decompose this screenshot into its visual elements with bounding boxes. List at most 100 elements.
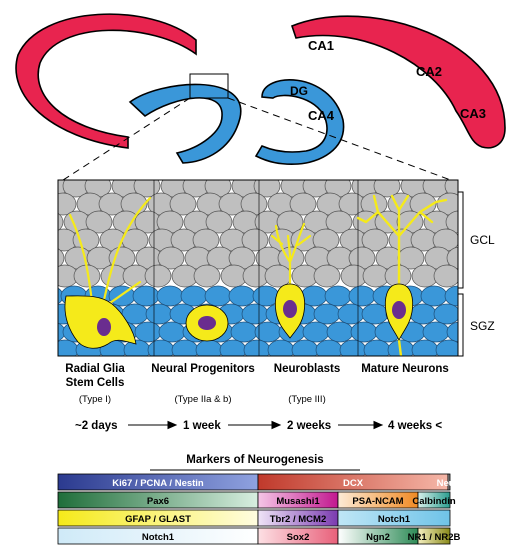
gcl-cell <box>205 210 233 234</box>
gcl-cell <box>253 180 281 198</box>
sgz-cell <box>58 339 79 356</box>
sgz-cell <box>350 321 378 343</box>
gcl-cell <box>58 192 77 216</box>
sgz-cell <box>326 321 354 343</box>
gcl-cell <box>264 264 292 288</box>
label-ca1: CA1 <box>308 38 334 53</box>
sgz-cell <box>204 285 232 307</box>
label-ca4: CA4 <box>308 108 335 123</box>
sgz-cell <box>363 339 391 356</box>
gcl-cell <box>361 228 389 252</box>
label-dg: DG <box>290 84 308 98</box>
time-4-weeks: 4 weeks < <box>388 420 442 432</box>
markers-section: Markers of Neurogenesis Ki67 / PCNA / Ne… <box>57 454 462 545</box>
marker-label: PSA-NCAM <box>352 496 403 507</box>
sgz-cell <box>147 339 175 356</box>
marker-label: Sox2 <box>287 532 310 543</box>
marker-label: NR1 / NR2B <box>408 532 461 543</box>
sgz-cell <box>243 339 271 356</box>
dg-left-arc <box>128 83 242 164</box>
sgz-cell <box>409 303 437 325</box>
sgz-cell <box>195 339 223 356</box>
gcl-cell <box>58 212 64 232</box>
stage-name-neuroblasts: Neuroblasts <box>274 363 340 375</box>
mature-neuron-cell <box>356 194 448 356</box>
timeline-arrows <box>128 420 384 430</box>
marker-label: Ki67 / PCNA / Nestin <box>112 478 204 489</box>
sgz-cell <box>411 339 439 356</box>
sgz-cell <box>361 303 389 325</box>
gcl-cell <box>445 210 458 234</box>
stage-name-progenitors: Neural Progenitors <box>151 363 255 375</box>
sgz-cell <box>156 285 184 307</box>
marker-label: Pax6 <box>147 496 169 507</box>
neuroblast-cell <box>270 222 312 339</box>
marker-cell <box>447 473 451 491</box>
sgz-cell <box>291 339 319 356</box>
sgz-cell <box>145 303 173 325</box>
gcl-cell <box>433 264 458 288</box>
sgz-cell <box>315 339 343 356</box>
sgz-cell <box>337 303 365 325</box>
zoom-line-right <box>227 97 457 183</box>
sgz-cell <box>134 321 162 343</box>
sgz-cell <box>267 339 295 356</box>
sgz-cell <box>339 339 367 356</box>
gcl-cell <box>144 264 172 288</box>
sgz-cell <box>158 321 186 343</box>
marker-label: GFAP / GLAST <box>125 514 191 525</box>
sgz-cell <box>313 303 341 325</box>
marker-label: Tbr2 / MCM2 <box>270 514 326 525</box>
sgz-bracket <box>458 293 464 357</box>
radial-glia-cell <box>64 196 152 349</box>
stage-name-radial-glia: Radial Glia <box>65 363 125 375</box>
label-ca2: CA2 <box>416 64 442 79</box>
hippocampus: CA1 CA2 CA3 DG CA4 <box>15 13 506 183</box>
zoom-line-left <box>59 97 191 183</box>
label-ca3: CA3 <box>460 106 486 121</box>
stage-labels: Radial Glia Stem Cells Neural Progenitor… <box>65 363 448 389</box>
sgz-cell <box>228 285 256 307</box>
stage-type-progenitors: (Type IIa & b) <box>174 394 231 405</box>
sgz-cell <box>241 303 269 325</box>
stage-types: (Type I) (Type IIa & b) (Type III) <box>79 394 326 405</box>
sgz-cell <box>302 321 330 343</box>
marker-cell <box>417 491 451 509</box>
stage-dividers <box>153 180 359 356</box>
sgz-cell <box>444 285 458 307</box>
zoom-panel-border <box>57 179 459 357</box>
gcl-cell <box>325 210 353 234</box>
time-2-days: ~2 days <box>75 420 118 432</box>
sgz-cell <box>219 339 247 356</box>
dg-right-arc <box>254 79 345 165</box>
sgz-cell <box>324 285 352 307</box>
stage-type-radial-glia: (Type I) <box>79 394 111 405</box>
stage-name-radial-glia-line2: Stem Cells <box>66 377 125 389</box>
sgz-cell <box>348 285 376 307</box>
sgz-cell <box>422 321 450 343</box>
marker-cell <box>337 509 451 527</box>
marker-label: Calbindin <box>412 496 455 507</box>
sgz-cell <box>435 339 458 356</box>
gcl-cell <box>157 246 185 270</box>
time-1-week: 1 week <box>183 420 221 432</box>
sgz-cell <box>433 303 458 325</box>
gcl-bracket <box>458 191 464 289</box>
marker-label: NeuN <box>437 478 462 489</box>
sgz-cell <box>180 285 208 307</box>
ca-left-arc <box>15 13 197 149</box>
sgz-cell <box>132 285 160 307</box>
gcl-cell <box>313 264 341 288</box>
neural-progenitor-cell <box>185 304 229 342</box>
marker-label: Notch1 <box>378 514 411 525</box>
label-sgz: SGZ <box>470 319 495 333</box>
zoom-box <box>189 73 229 99</box>
zoom-panel: GCL SGZ <box>57 179 495 357</box>
marker-label: DCX <box>343 478 364 489</box>
sgz-cell <box>230 321 258 343</box>
marker-cell <box>417 527 451 545</box>
panel-cells <box>58 180 458 356</box>
gcl-cell <box>446 246 458 270</box>
